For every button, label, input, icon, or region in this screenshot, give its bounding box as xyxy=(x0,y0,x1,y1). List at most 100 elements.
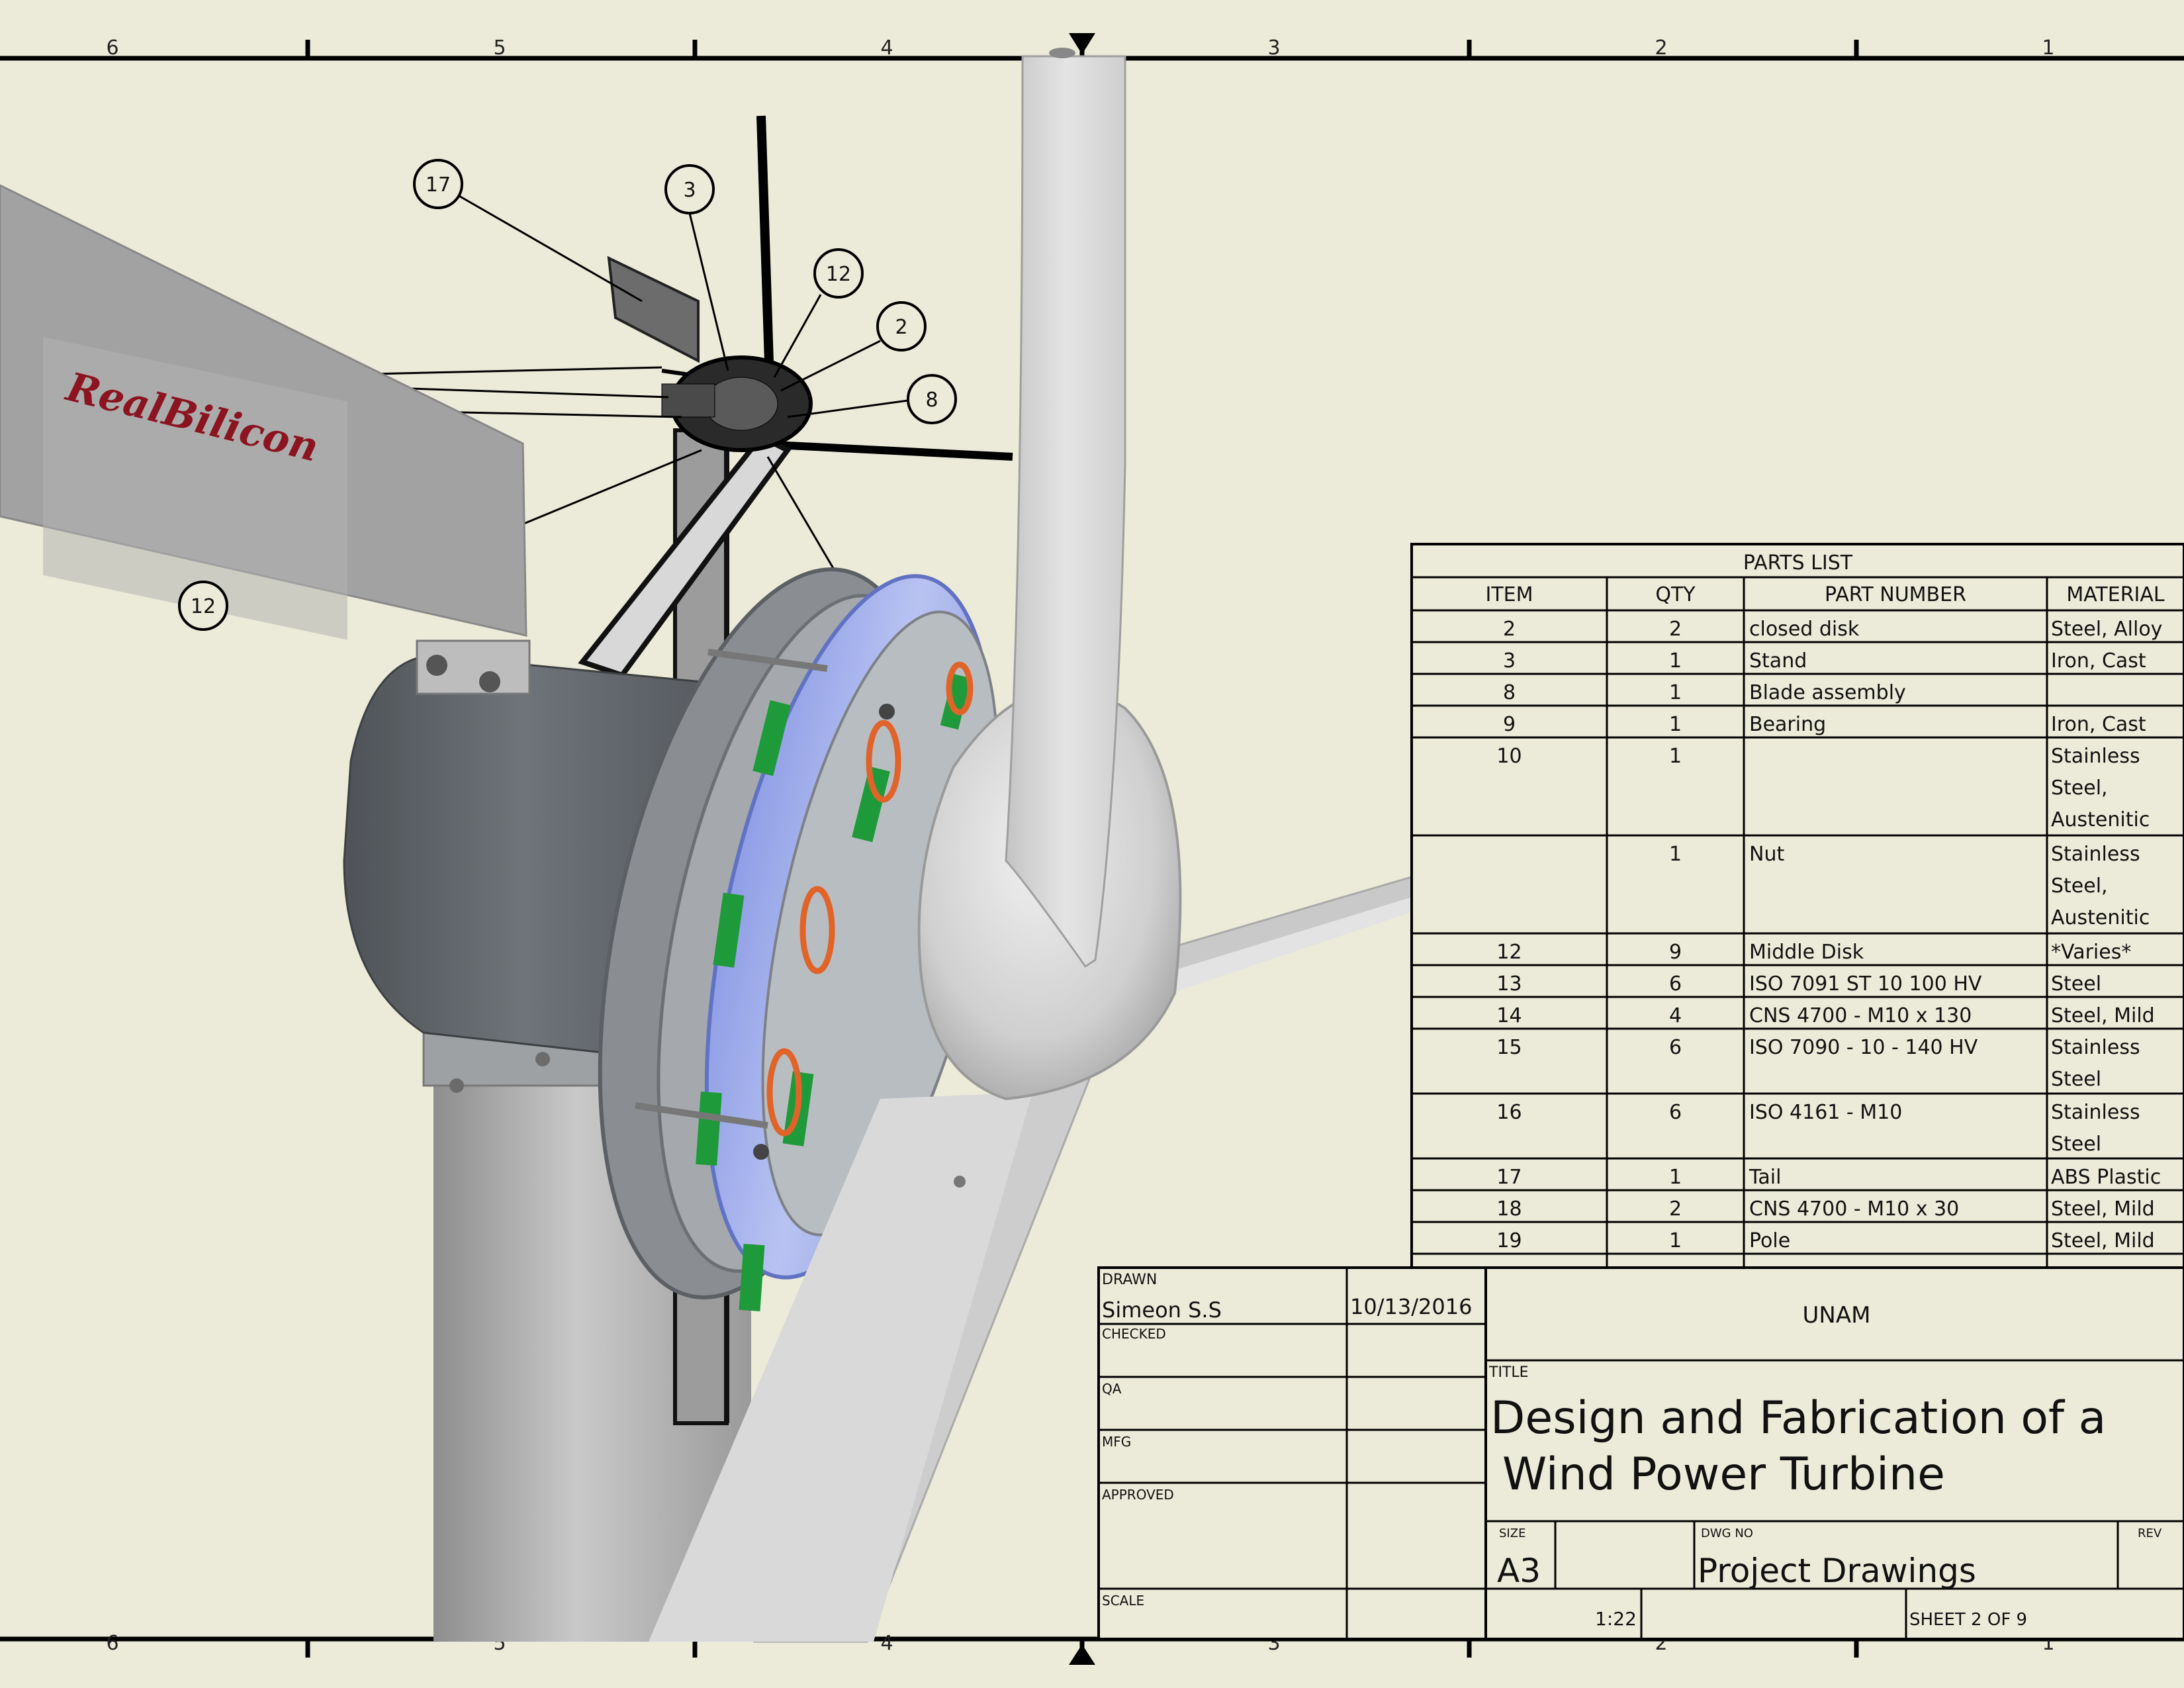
parts-list-header: QTY xyxy=(1655,583,1696,606)
parts-list-row: 18 2 CNS 4700 - M10 x 30 Steel, Mild xyxy=(1496,1197,2154,1221)
parts-list-title: PARTS LIST xyxy=(1743,551,1853,575)
cell-item: 18 xyxy=(1496,1197,1522,1221)
magnet-blocks xyxy=(696,673,972,1311)
zone-number-top: 2 xyxy=(1655,36,1667,60)
cell-item: 2 xyxy=(1503,618,1516,641)
cell-part-number: ISO 4161 - M10 xyxy=(1749,1101,1902,1124)
size-label: SIZE xyxy=(1499,1526,1525,1540)
balloon-leaders xyxy=(370,194,909,570)
scale-value: 1:22 xyxy=(1595,1608,1637,1630)
balloon-circle xyxy=(178,581,228,631)
balloon-circle xyxy=(876,301,927,352)
zone-number-top: 4 xyxy=(880,36,893,60)
drawing-title-line2: Wind Power Turbine xyxy=(1502,1448,1945,1501)
cell-part-number: CNS 4700 - M10 x 130 xyxy=(1749,1004,1972,1027)
cell-material: Stainless xyxy=(2051,745,2140,768)
cell-item: 3 xyxy=(1503,649,1516,673)
cell-item: 14 xyxy=(1496,1004,1522,1027)
cell-part-number: CNS 4700 - M10 x 30 xyxy=(1749,1197,1959,1221)
cell-item: 10 xyxy=(1496,745,1522,768)
cell-part-number: Tail xyxy=(1749,1166,1781,1189)
zone-number-bottom: 4 xyxy=(880,1632,893,1655)
cell-material: Austenitic xyxy=(2051,906,2150,929)
cell-item: 15 xyxy=(1496,1036,1522,1059)
balloon-number: 3 xyxy=(683,179,696,202)
cell-qty: 1 xyxy=(1669,1229,1682,1252)
cell-material: Austenitic xyxy=(2051,808,2150,831)
cell-qty: 2 xyxy=(1669,618,1682,641)
cell-part-number: Bearing xyxy=(1749,713,1826,736)
balloon-circle xyxy=(413,159,463,209)
center-mark-top xyxy=(1069,33,1095,54)
cell-item: 17 xyxy=(1496,1166,1522,1189)
cell-material: Steel, Mild xyxy=(2051,1004,2155,1027)
checked-label: CHECKED xyxy=(1102,1326,1166,1342)
cell-qty: 6 xyxy=(1669,1036,1682,1059)
cell-qty: 4 xyxy=(1669,1004,1682,1027)
cell-item: 19 xyxy=(1496,1229,1522,1252)
balloon-number: 12 xyxy=(826,263,851,286)
cell-part-number: ISO 7091 ST 10 100 HV xyxy=(1749,972,1982,996)
cell-material: Steel, xyxy=(2051,874,2108,898)
cell-item: 12 xyxy=(1496,941,1522,964)
cell-part-number: Middle Disk xyxy=(1749,941,1864,964)
dwg-no-label: DWG NO xyxy=(1701,1526,1753,1540)
cell-material: Steel xyxy=(2051,1068,2101,1091)
zone-number-top: 3 xyxy=(1267,36,1280,60)
center-mark-bottom xyxy=(1069,1644,1095,1665)
cell-qty: 2 xyxy=(1669,1197,1682,1221)
cell-material: Steel xyxy=(2051,972,2101,996)
parts-list-frame xyxy=(1410,543,2184,1269)
mfg-label: MFG xyxy=(1102,1434,1131,1450)
cell-material: Stainless xyxy=(2051,1101,2140,1124)
drawn-date: 10/13/2016 xyxy=(1350,1294,1472,1319)
balloon-circle xyxy=(813,248,864,299)
zone-number-top: 1 xyxy=(2042,36,2054,60)
cell-material: Steel, Mild xyxy=(2051,1197,2155,1221)
sheet-number: SHEET 2 OF 9 xyxy=(1909,1610,2027,1630)
cell-part-number: Blade assembly xyxy=(1749,681,1906,704)
cell-qty: 1 xyxy=(1669,681,1682,704)
zone-number-top: 6 xyxy=(106,36,118,60)
cell-part-number: ISO 7090 - 10 - 140 HV xyxy=(1749,1036,1978,1059)
balloon-circle xyxy=(907,374,957,424)
balloon-number: 12 xyxy=(191,595,216,618)
cell-part-number: Pole xyxy=(1749,1229,1790,1252)
title-label: TITLE xyxy=(1488,1364,1529,1381)
balloon-circle xyxy=(664,164,715,214)
cell-part-number: Stand xyxy=(1749,649,1807,673)
drawn-label: DRAWN xyxy=(1102,1272,1157,1288)
cell-qty: 6 xyxy=(1669,1101,1682,1124)
cell-material: Stainless xyxy=(2051,1036,2140,1059)
blade-left: RealBilicon xyxy=(0,184,527,640)
approved-label: APPROVED xyxy=(1102,1487,1174,1503)
cell-material: Steel xyxy=(2051,1133,2101,1156)
cell-qty: 1 xyxy=(1669,649,1682,673)
cell-material: Steel, xyxy=(2051,776,2108,800)
balloon-number: 2 xyxy=(895,316,907,339)
cell-material: Steel, Mild xyxy=(2051,1229,2155,1252)
drawn-by: Simeon S.S xyxy=(1102,1297,1222,1323)
cell-part-number: closed disk xyxy=(1749,618,1860,641)
size-value: A3 xyxy=(1497,1552,1541,1590)
scale-label: SCALE xyxy=(1102,1593,1144,1609)
cell-qty: 9 xyxy=(1669,941,1682,964)
cell-qty: 1 xyxy=(1669,1166,1682,1189)
parts-list-row: 19 1 Pole Steel, Mild xyxy=(1496,1229,2154,1252)
parts-list-header: MATERIAL xyxy=(2066,583,2165,606)
cell-qty: 6 xyxy=(1669,972,1682,996)
balloon-number: 8 xyxy=(925,389,938,412)
qa-label: QA xyxy=(1102,1381,1122,1397)
cell-material: Iron, Cast xyxy=(2051,713,2146,736)
cell-qty: 1 xyxy=(1669,713,1682,736)
